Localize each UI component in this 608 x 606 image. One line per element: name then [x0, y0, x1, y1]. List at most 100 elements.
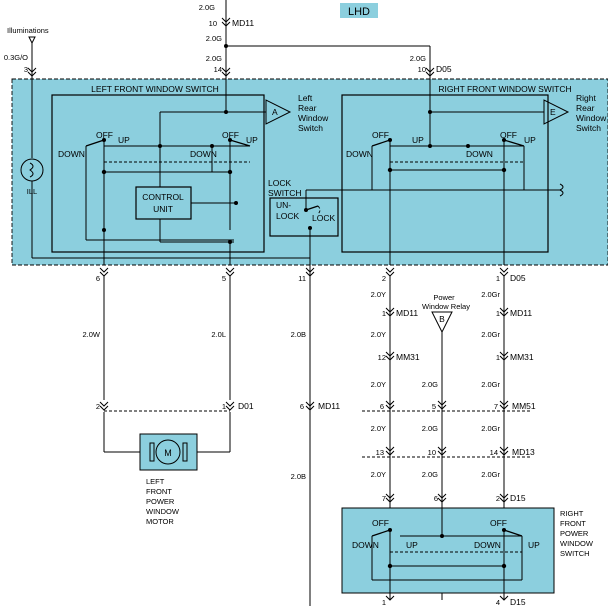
svg-text:2.0Gr: 2.0Gr [481, 424, 500, 433]
svg-text:UNIT: UNIT [153, 204, 173, 214]
left-motor-circuit: 2.0W 2.0L 2.0B 2 1 D01 6 MD11 M LEFT FRO… [82, 276, 340, 606]
svg-text:2.0Gr: 2.0Gr [481, 330, 500, 339]
svg-text:Left: Left [298, 93, 313, 103]
right-front-power-window-switch: OFF DOWN UP OFF DOWN UP RIGHT FRONT POWE… [341, 507, 594, 606]
svg-text:2.0Y: 2.0Y [371, 380, 386, 389]
svg-text:OFF: OFF [500, 130, 517, 140]
svg-text:2.0G: 2.0G [410, 54, 426, 63]
svg-text:UP: UP [528, 540, 540, 550]
svg-text:Switch: Switch [576, 123, 601, 133]
svg-text:10: 10 [428, 448, 436, 457]
svg-text:12: 12 [378, 353, 386, 362]
svg-text:LEFT: LEFT [146, 477, 165, 486]
svg-text:2.0Gr: 2.0Gr [481, 380, 500, 389]
left-front-window-switch: LEFT FRONT WINDOW SWITCH A OFF UP DOWN O… [51, 79, 292, 265]
svg-text:2.0Y: 2.0Y [371, 424, 386, 433]
svg-text:2: 2 [382, 274, 386, 283]
svg-text:3: 3 [24, 65, 28, 74]
connector-a-icon [265, 99, 292, 125]
svg-text:2.0G: 2.0G [199, 3, 215, 12]
svg-text:UP: UP [412, 135, 424, 145]
svg-text:14: 14 [214, 65, 222, 74]
svg-text:FRONT: FRONT [146, 487, 172, 496]
svg-text:POWER: POWER [560, 529, 589, 538]
svg-text:13: 13 [376, 448, 384, 457]
svg-text:MM31: MM31 [510, 352, 534, 362]
svg-text:D05: D05 [510, 273, 526, 283]
svg-text:2.0G: 2.0G [422, 470, 438, 479]
svg-text:4: 4 [496, 598, 500, 606]
svg-text:1: 1 [222, 402, 226, 411]
svg-text:1: 1 [382, 598, 386, 606]
svg-text:UP: UP [524, 135, 536, 145]
svg-text:Illuminations: Illuminations [7, 26, 49, 35]
svg-text:2.0L: 2.0L [211, 330, 226, 339]
svg-text:DOWN: DOWN [474, 540, 501, 550]
illuminations: Illuminations 0.3G/O 3 ILL [4, 26, 310, 259]
svg-text:OFF: OFF [490, 518, 507, 528]
svg-text:MM51: MM51 [512, 401, 536, 411]
svg-text:DOWN: DOWN [190, 149, 217, 159]
svg-text:LOCK: LOCK [268, 178, 291, 188]
svg-text:2.0Y: 2.0Y [371, 330, 386, 339]
svg-text:2: 2 [496, 494, 500, 503]
lhd-badge [340, 3, 378, 18]
svg-text:Rear: Rear [298, 103, 317, 113]
svg-text:DOWN: DOWN [346, 149, 373, 159]
svg-text:Window Relay: Window Relay [422, 302, 470, 311]
svg-text:2.0Y: 2.0Y [371, 290, 386, 299]
svg-text:Power: Power [433, 293, 455, 302]
svg-text:7: 7 [494, 402, 498, 411]
svg-text:2: 2 [96, 402, 100, 411]
svg-text:6: 6 [434, 494, 438, 503]
svg-text:OFF: OFF [372, 518, 389, 528]
svg-text:2.0Gr: 2.0Gr [481, 470, 500, 479]
svg-text:MM31: MM31 [396, 352, 420, 362]
svg-text:E: E [550, 107, 556, 117]
svg-text:RIGHT: RIGHT [560, 509, 584, 518]
svg-text:MOTOR: MOTOR [146, 517, 174, 526]
svg-text:MD11: MD11 [510, 308, 532, 318]
svg-text:2.0G: 2.0G [422, 424, 438, 433]
svg-text:MD11: MD11 [396, 308, 418, 318]
svg-text:2.0G: 2.0G [206, 54, 222, 63]
svg-text:OFF: OFF [372, 130, 389, 140]
svg-text:6: 6 [96, 274, 100, 283]
svg-text:D15: D15 [510, 493, 526, 503]
svg-text:MD11: MD11 [232, 18, 254, 28]
svg-text:2.0B: 2.0B [291, 330, 306, 339]
svg-text:WINDOW: WINDOW [146, 507, 180, 516]
svg-text:DOWN: DOWN [466, 149, 493, 159]
svg-text:11: 11 [298, 274, 306, 283]
svg-text:1: 1 [496, 353, 500, 362]
svg-text:5: 5 [432, 402, 436, 411]
right-front-window-switch: RIGHT FRONT WINDOW SWITCH E OFF UP DOWN … [341, 79, 572, 265]
svg-text:1: 1 [382, 309, 386, 318]
svg-text:CONTROL: CONTROL [142, 192, 184, 202]
svg-text:SWITCH: SWITCH [560, 549, 590, 558]
lhd-title: LHD [348, 6, 370, 18]
panel-bottom-pins: 6 5 11 2 1 D05 [96, 267, 526, 283]
svg-text:M: M [164, 448, 172, 458]
connector-a-label: Left Rear Window Switch [298, 93, 329, 133]
svg-text:LOCK: LOCK [312, 213, 335, 223]
svg-text:POWER: POWER [146, 497, 175, 506]
svg-text:2.0G: 2.0G [206, 34, 222, 43]
svg-text:MD13: MD13 [512, 447, 535, 457]
svg-text:LEFT FRONT WINDOW SWITCH: LEFT FRONT WINDOW SWITCH [91, 84, 219, 94]
svg-text:Window: Window [576, 113, 607, 123]
svg-text:Right: Right [576, 93, 596, 103]
svg-text:WINDOW: WINDOW [560, 539, 594, 548]
svg-text:UP: UP [118, 135, 130, 145]
svg-text:5: 5 [222, 274, 226, 283]
svg-text:1: 1 [496, 309, 500, 318]
svg-text:DOWN: DOWN [58, 149, 85, 159]
svg-text:B: B [439, 314, 445, 324]
svg-text:Rear: Rear [576, 103, 595, 113]
svg-text:UP: UP [406, 540, 418, 550]
svg-text:Switch: Switch [298, 123, 323, 133]
svg-text:2.0Gr: 2.0Gr [481, 290, 500, 299]
svg-text:RIGHT FRONT WINDOW SWITCH: RIGHT FRONT WINDOW SWITCH [438, 84, 571, 94]
svg-text:A: A [272, 107, 278, 117]
right-connector-chain: Power Window Relay B 2.0Y 2.0Gr 1 MD11 1… [362, 276, 536, 600]
